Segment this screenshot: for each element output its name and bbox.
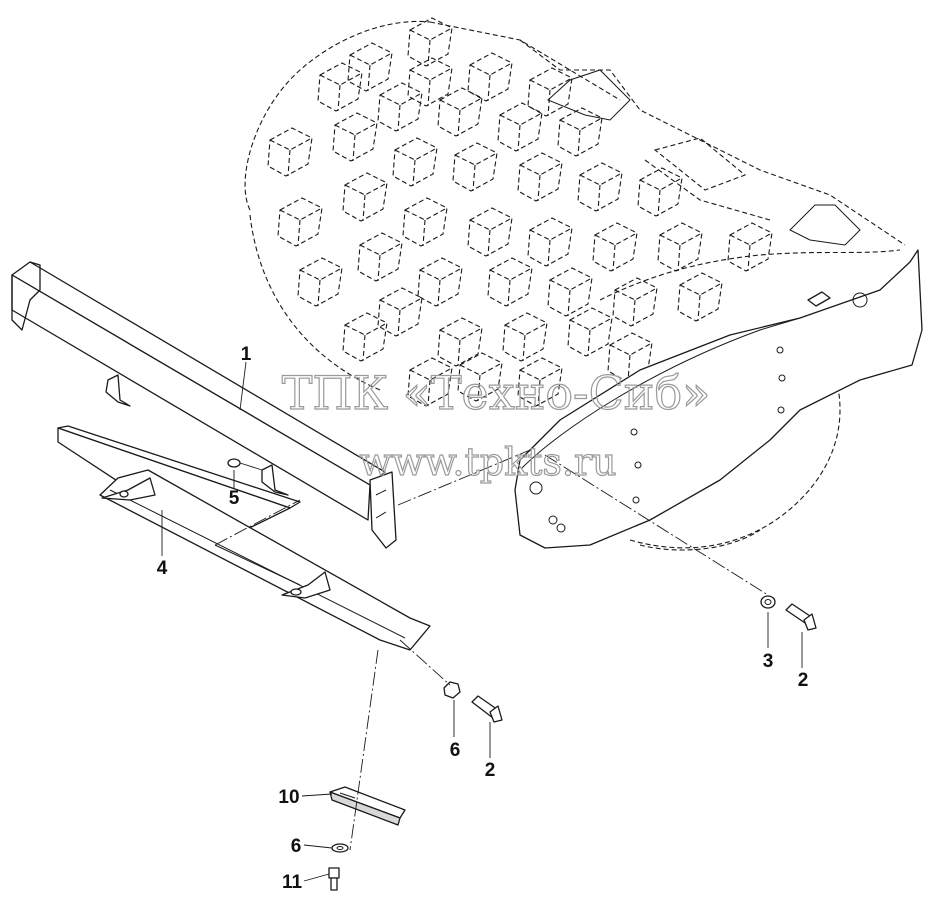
drum-pad <box>637 167 683 217</box>
drum-pad <box>497 102 543 152</box>
callout-label-6-lower: 6 <box>291 836 302 857</box>
part-6-washer-lower <box>331 843 349 853</box>
watermark-company: ТПК «Техно-Сиб» <box>282 366 711 420</box>
callout-label-5: 5 <box>229 488 240 509</box>
drum-pad <box>502 312 548 362</box>
part-10-blade-tip <box>329 786 406 826</box>
callout-label-6-upper: 6 <box>450 740 461 761</box>
drum-pad <box>527 217 573 267</box>
callout-label-3: 3 <box>763 651 774 672</box>
drum-pad <box>377 82 423 132</box>
drum-pad <box>332 112 378 162</box>
part-11-bolt <box>328 867 340 891</box>
drum-pad <box>467 207 513 257</box>
part-2-bolt-right <box>785 603 817 631</box>
drum-pad <box>402 197 448 247</box>
part-6-nut-upper <box>443 681 461 699</box>
callout-label-2-lower: 2 <box>485 760 496 781</box>
drum-pad <box>437 317 483 367</box>
drum-pad <box>347 42 393 92</box>
callout-label-2-right: 2 <box>798 670 809 691</box>
drum-pad <box>577 162 623 212</box>
drum-pad <box>527 67 573 117</box>
drum-pad <box>407 17 453 67</box>
drum-pad <box>297 257 343 307</box>
drum-pad <box>567 307 613 357</box>
drum-pad <box>452 142 498 192</box>
part-1-scraper-beam <box>11 261 397 549</box>
drum-pad <box>417 257 463 307</box>
watermark: ТПК «Техно-Сиб» www.tpkts.ru <box>281 365 711 484</box>
drum-pad <box>457 352 503 402</box>
drum-pad <box>727 222 773 272</box>
drum-pad <box>377 287 423 337</box>
side-frame-plate <box>514 249 923 551</box>
callout-label-10: 10 <box>278 787 299 808</box>
drum-pad <box>407 357 453 407</box>
callout-label-1: 1 <box>241 344 252 365</box>
drum-pad <box>612 277 658 327</box>
drum-pad <box>342 172 388 222</box>
drum-pad <box>592 222 638 272</box>
callout-label-4: 4 <box>157 558 168 579</box>
callout-labels: 1 5 4 3 2 6 2 10 6 11 <box>157 344 809 893</box>
drum-pad <box>677 272 723 322</box>
watermark-url: www.tpkts.ru <box>359 440 616 484</box>
drum-pad <box>547 267 593 317</box>
part-2-bolt-lower <box>471 695 503 723</box>
drum-pad <box>342 312 388 362</box>
drum-pad <box>437 87 483 137</box>
part-4-blade-holder <box>57 425 431 651</box>
part-3-washer-right <box>760 595 776 609</box>
drum-pad <box>357 232 403 282</box>
drum-pads <box>267 17 773 407</box>
assembly-center-lines <box>214 449 769 851</box>
drum-pad <box>657 222 703 272</box>
frame-bolt-holes <box>529 292 868 533</box>
drum-pad <box>277 197 323 247</box>
drum-pad <box>392 137 438 187</box>
drum-pad <box>557 107 603 157</box>
drum-pad <box>517 357 563 407</box>
callout-leaders <box>161 361 803 882</box>
drum-pad <box>267 127 313 177</box>
drum-pad <box>467 52 513 102</box>
callout-label-11: 11 <box>282 872 303 893</box>
drum-pad <box>517 152 563 202</box>
drum-pad <box>407 57 453 107</box>
drum-pad <box>317 62 363 112</box>
drum-pad <box>487 257 533 307</box>
padfoot-drum <box>244 17 906 549</box>
